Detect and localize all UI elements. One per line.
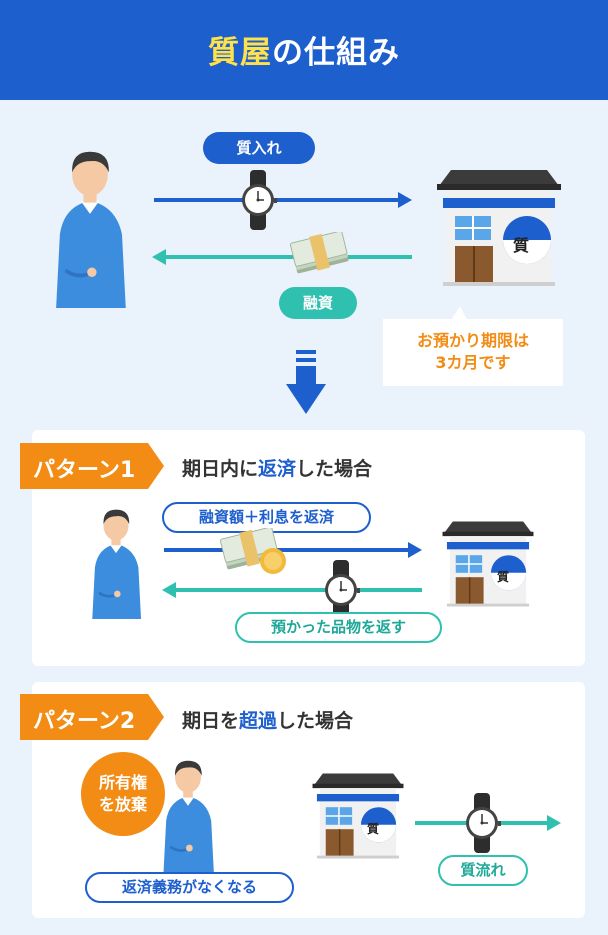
watch-icon-p1	[321, 560, 361, 620]
pawnshop-sign-p1: 質	[497, 570, 510, 584]
pawnshop-sign-p2: 質	[367, 822, 380, 836]
forfeit-badge: 所有権 を放棄	[81, 752, 165, 836]
pattern2-title: 期日を超過した場合	[182, 710, 354, 732]
pawn-label: 質入れ	[203, 132, 315, 164]
forfeit-line1: 所有権	[98, 773, 147, 792]
return-label: 預かった品物を返す	[235, 612, 442, 643]
pawn-arrow	[154, 192, 412, 208]
deadline-note: お預かり期限は 3カ月です	[383, 319, 563, 386]
note-pointer	[450, 306, 468, 322]
watch-icon-p2	[462, 793, 502, 853]
obligation-label: 返済義務がなくなる	[85, 872, 294, 903]
customer-figure	[40, 148, 140, 308]
pawnshop-sign: 質	[513, 236, 530, 255]
repay-label: 融資額＋利息を返済	[162, 502, 371, 533]
pawnshop-building-p1	[436, 520, 540, 608]
pawnshop-building-p2	[306, 772, 410, 860]
loan-label: 融資	[279, 287, 357, 319]
pattern2-tag-shape	[20, 694, 164, 740]
down-arrow	[286, 350, 326, 414]
coins-icon	[258, 546, 288, 576]
pattern1-title: 期日内に返済した場合	[182, 458, 373, 480]
watch-icon	[238, 170, 278, 230]
deadline-note-line2: 3カ月です	[435, 353, 511, 372]
deadline-note-line1: お預かり期限は	[416, 331, 529, 350]
cash-bundle-icon	[288, 232, 352, 276]
page-title: 質屋の仕組み	[208, 35, 400, 71]
pattern2-tag: パターン2	[33, 709, 136, 734]
pawnshop-building	[428, 168, 570, 288]
header-bar	[0, 0, 608, 100]
repay-arrow	[164, 542, 422, 558]
loan-arrow	[152, 249, 412, 265]
pattern1-tag: パターン1	[33, 458, 136, 483]
forfeit-line2: を放棄	[98, 795, 147, 814]
customer-figure-p1	[80, 507, 152, 619]
return-arrow	[162, 582, 422, 598]
pattern1-tag-shape	[20, 443, 164, 489]
flow-label: 質流れ	[438, 855, 528, 886]
